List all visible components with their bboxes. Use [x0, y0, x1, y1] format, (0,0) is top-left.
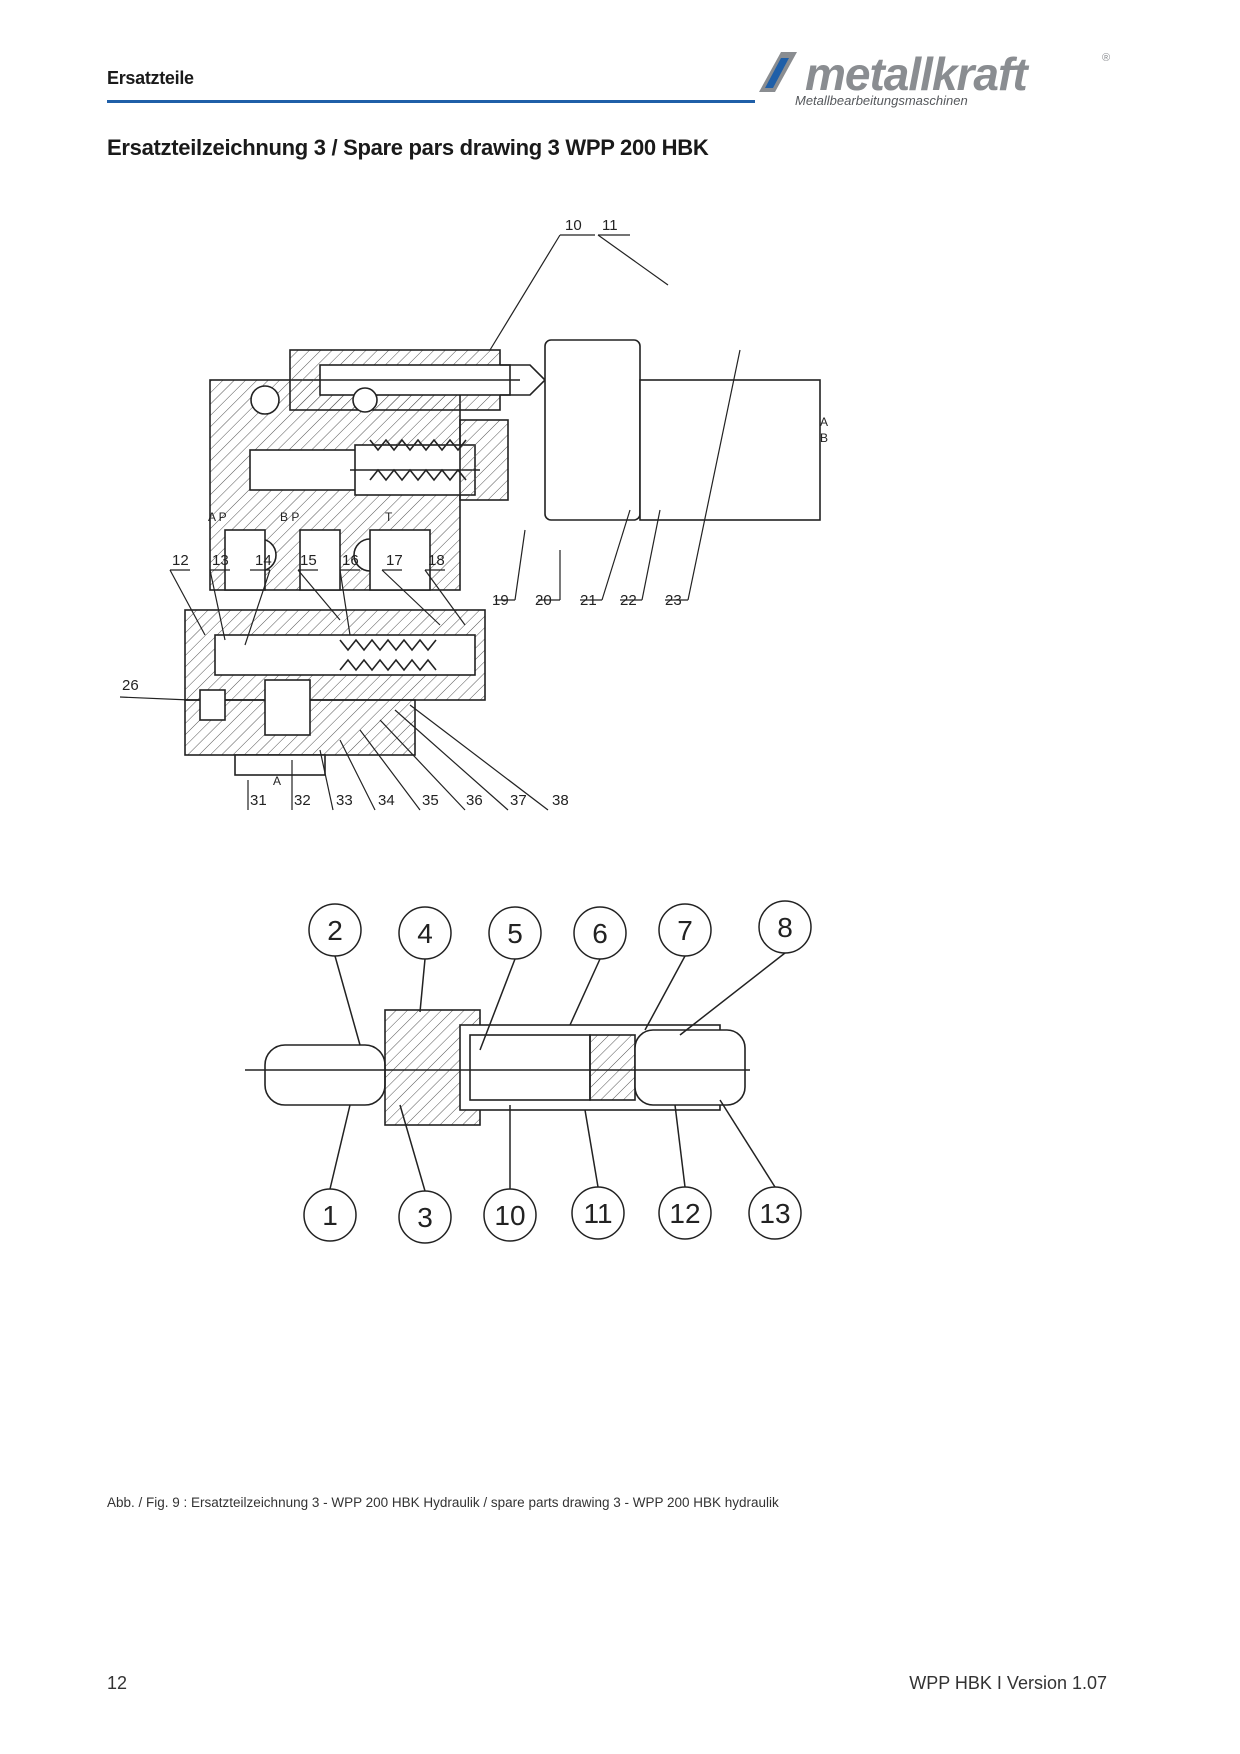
- part-label: 12: [172, 552, 189, 569]
- part-label: 11: [602, 217, 618, 234]
- cylinder-top-labels: [308, 900, 812, 1051]
- part-label: 18: [428, 552, 445, 569]
- part-label: 26: [122, 677, 139, 694]
- part-label: 10: [494, 1200, 525, 1231]
- upper-leader-lines: [489, 234, 741, 601]
- page-heading: Ersatzteilzeichnung 3 / Spare pars drawi…: [107, 135, 709, 160]
- cylinder-section: [245, 1009, 750, 1126]
- logo-tagline: Metallbearbeitungsmaschinen: [795, 93, 968, 108]
- part-label: 5: [507, 918, 523, 949]
- upper-label-group: 10 11 19 20 21 22 23 A P B P T A B: [208, 217, 828, 609]
- port-label: A P: [208, 510, 227, 524]
- part-label: 6: [592, 918, 608, 949]
- part-label: 22: [620, 592, 637, 609]
- part-label: 8: [777, 912, 793, 943]
- upper-cartridge: [369, 364, 547, 501]
- part-label: 38: [552, 792, 569, 809]
- part-label: 31: [250, 792, 267, 809]
- page-number: 12: [107, 1673, 128, 1693]
- part-label: 11: [583, 1198, 612, 1229]
- part-label: 7: [677, 915, 693, 946]
- cylinder-top-numbers: 2 4 5 6 7 8: [327, 912, 793, 949]
- part-label: 17: [386, 552, 403, 569]
- port-label: B P: [280, 510, 299, 524]
- part-label: 14: [255, 552, 272, 569]
- part-label: 13: [759, 1198, 790, 1229]
- cylinder-bottom-numbers: 1 3 10 11 12 13: [322, 1198, 790, 1233]
- part-label: 36: [466, 792, 483, 809]
- lower-leader-lines: [120, 569, 549, 811]
- part-label: 23: [665, 592, 682, 609]
- lower-valve-body: [184, 609, 486, 776]
- logo-wordmark: metallkraft: [805, 48, 1028, 100]
- figure-caption: Abb. / Fig. 9 : Ersatzteilzeichnung 3 - …: [107, 1495, 779, 1510]
- section-title: Ersatzteile: [107, 68, 194, 88]
- part-label: 37: [510, 792, 527, 809]
- solenoid-valve: [544, 339, 821, 521]
- port-label: B: [820, 431, 828, 445]
- lower-label-group: 12 13 14 15 16 17 18 26 31 32 33 34 35 3…: [122, 552, 569, 809]
- part-label: 34: [378, 792, 395, 809]
- part-label: 20: [535, 592, 552, 609]
- part-label: 10: [565, 217, 582, 234]
- spare-parts-drawing: 10 11 19 20 21 22 23 A P B P T A B 12 13…: [120, 217, 828, 1244]
- part-label: 32: [294, 792, 311, 809]
- part-label: 15: [300, 552, 317, 569]
- port-label: A: [820, 415, 828, 429]
- port-label: A: [273, 774, 281, 788]
- part-label: 2: [327, 915, 343, 946]
- part-label: 35: [422, 792, 439, 809]
- logo-registered: ®: [1102, 52, 1111, 64]
- part-label: 4: [417, 918, 433, 949]
- part-label: 1: [322, 1200, 338, 1231]
- header-rule: [107, 100, 755, 103]
- port-label: T: [385, 510, 393, 524]
- part-label: 3: [417, 1202, 433, 1233]
- brand-logo: metallkraft ® Metallbearbeitungsmaschine…: [755, 46, 1115, 116]
- upper-valve-body: [209, 349, 520, 591]
- part-label: 12: [669, 1198, 700, 1229]
- cylinder-bottom-labels: [303, 1099, 802, 1244]
- part-label: 33: [336, 792, 353, 809]
- part-label: 16: [342, 552, 359, 569]
- part-label: 21: [580, 592, 597, 609]
- logo-mark-icon: [759, 52, 797, 92]
- part-label: 13: [212, 552, 229, 569]
- part-label: 19: [492, 592, 509, 609]
- doc-version: WPP HBK I Version 1.07: [909, 1673, 1107, 1693]
